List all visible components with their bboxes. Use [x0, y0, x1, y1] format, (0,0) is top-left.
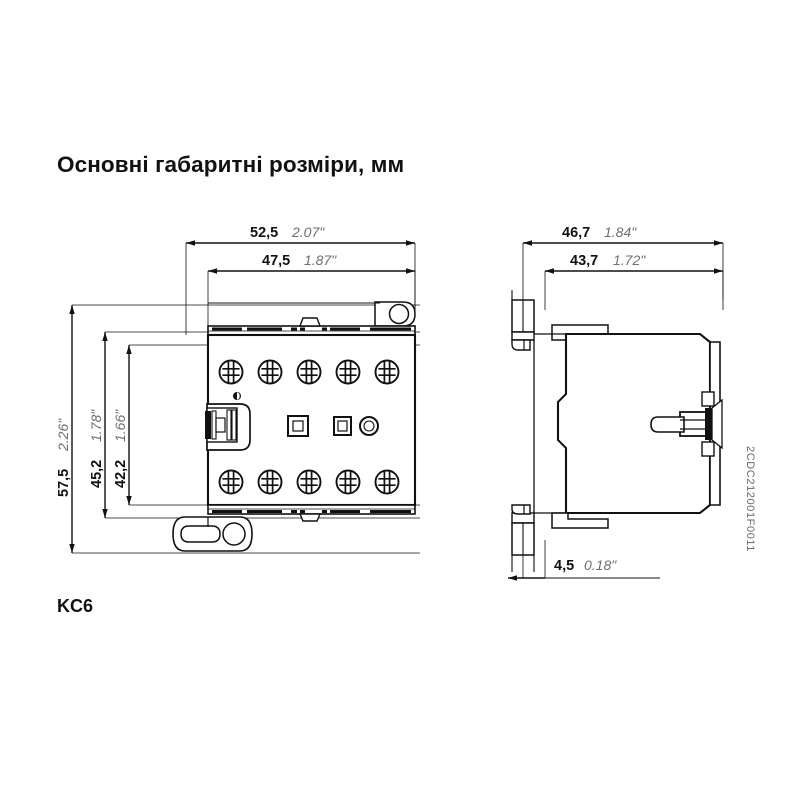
front-top-strip: [207, 317, 416, 336]
dimension-value-metric: 42,2: [113, 460, 129, 488]
screw-terminal[interactable]: [296, 469, 322, 495]
dimension-value-metric: 43,7: [570, 253, 598, 269]
dimension-side-depth-outer: 46,7 1.84": [523, 224, 723, 246]
front-bottom-strip: [207, 504, 416, 522]
screw-terminal[interactable]: [374, 359, 400, 385]
dimension-value-inch: 2.07": [291, 224, 325, 240]
side-bottom-tab: [551, 512, 609, 529]
side-notch-upper: [701, 391, 715, 407]
dimension-value-inch: 1.84": [604, 224, 637, 240]
screw-terminal[interactable]: [257, 359, 283, 385]
indicator-window: [333, 416, 352, 436]
dimension-value-inch: 1.78": [88, 409, 104, 442]
side-notch-lower: [701, 441, 715, 457]
dimension-value-inch: 1.66": [112, 409, 128, 442]
dimension-value-inch: 1.72": [613, 252, 646, 268]
indicator-circle: [359, 416, 379, 436]
screw-terminal[interactable]: [218, 469, 244, 495]
screw-terminal[interactable]: [374, 469, 400, 495]
screw-terminal[interactable]: [335, 359, 361, 385]
position-marker-icon: [233, 392, 241, 400]
side-terminal-pin: [650, 398, 723, 450]
screw-terminal[interactable]: [218, 359, 244, 385]
dimension-front-width-inner: 47,5 1.87": [208, 252, 415, 274]
dimension-value-inch: 1.87": [304, 252, 337, 268]
side-view: 46,7 1.84" 43,7 1.72" 4,5 0.18": [508, 224, 724, 581]
dimension-side-depth-inner: 43,7 1.72": [545, 252, 723, 274]
manual-override-slider[interactable]: [205, 403, 251, 451]
side-extension-lines: [522, 243, 724, 578]
front-view: 52,5 2.07" 47,5 1.87" 57,5 2.26" 45,2 1.…: [55, 224, 420, 554]
screw-terminal[interactable]: [257, 469, 283, 495]
page-title: Основні габаритні розміри, мм: [57, 152, 405, 177]
indicator-window: [287, 415, 309, 437]
dimension-side-rail-offset: 4,5 0.18": [508, 557, 660, 581]
dimension-value-metric: 47,5: [262, 253, 290, 269]
dimension-value-metric: 57,5: [56, 469, 72, 497]
dimension-value-metric: 4,5: [554, 558, 574, 574]
screw-terminal[interactable]: [296, 359, 322, 385]
dimension-value-metric: 46,7: [562, 225, 590, 241]
part-label: KC6: [57, 596, 94, 616]
mounting-lug-top-right: [374, 301, 416, 327]
mounting-foot-bottom-left: [172, 516, 253, 552]
screw-terminal[interactable]: [335, 469, 361, 495]
dimension-value-inch: 0.18": [584, 557, 617, 573]
dimension-front-width-outer: 52,5 2.07": [186, 224, 415, 246]
din-rail-bracket: [511, 290, 535, 572]
dimension-value-metric: 52,5: [250, 225, 278, 241]
dimension-value-metric: 45,2: [89, 460, 105, 488]
dimension-value-inch: 2.26": [55, 418, 71, 452]
dimension-height-middle: 45,2 1.78": [88, 332, 108, 518]
dimension-height-outer: 57,5 2.26": [55, 305, 75, 553]
dimension-height-inner: 42,2 1.66": [112, 345, 132, 505]
